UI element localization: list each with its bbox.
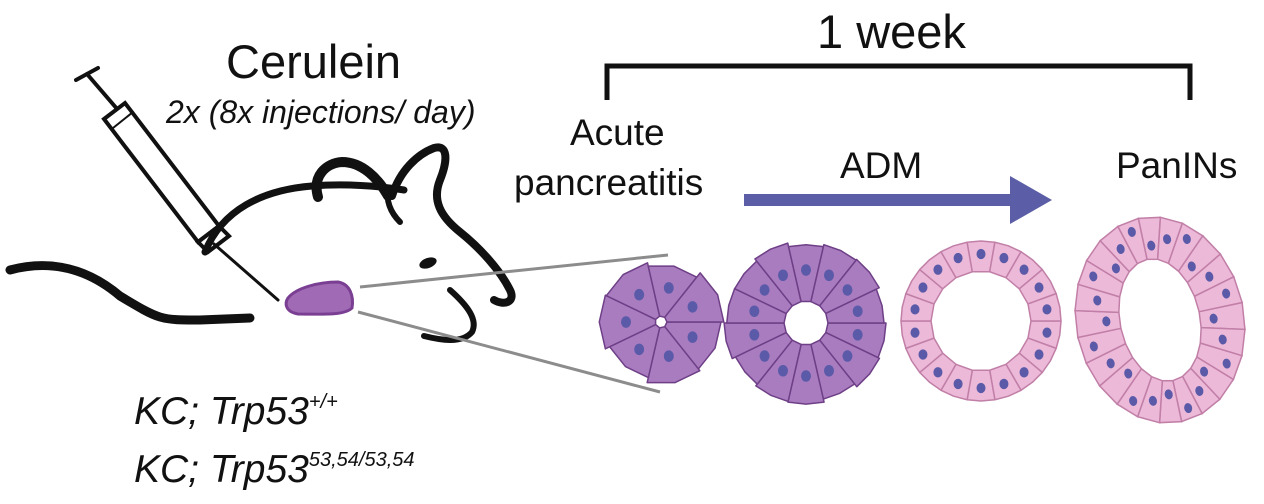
acinar-ring-nucleus: [823, 269, 834, 281]
duct-nucleus: [910, 327, 920, 338]
duct-nucleus: [1042, 327, 1052, 338]
acinus-nucleus: [687, 301, 698, 313]
timeline-bracket: [604, 63, 1193, 100]
acinar-ring-nucleus: [842, 284, 853, 296]
duct-nucleus: [910, 304, 920, 315]
acinar-ring-nucleus: [778, 365, 789, 377]
panin-nucleus: [1089, 341, 1098, 352]
panin-nucleus: [1116, 244, 1125, 254]
duct-ring: [900, 240, 1062, 402]
panin-nucleus: [1163, 234, 1172, 245]
acinus-nucleus: [663, 282, 674, 294]
panin-nucleus: [1222, 288, 1231, 299]
duct-nucleus: [918, 282, 928, 293]
genotype-2-allele: 53,54/53,54: [308, 449, 415, 471]
stage-start-line1: Acute: [570, 112, 665, 153]
genotype-1-base: KC; Trp53: [134, 390, 309, 433]
acinus-cluster: [598, 262, 725, 384]
duct-nucleus: [1034, 349, 1044, 360]
acinar-ring-nucleus: [842, 350, 853, 362]
duct-nucleus: [953, 252, 963, 264]
stage-transition: ADM: [840, 145, 923, 186]
panin-lesion: [1074, 216, 1246, 424]
genotype-1-allele: +/+: [308, 391, 338, 413]
panin-nucleus: [1129, 396, 1138, 406]
acinus-nucleus: [687, 331, 698, 343]
duct-nucleus: [976, 248, 986, 260]
duct-nucleus: [1034, 282, 1044, 293]
duct-nucleus: [933, 264, 943, 275]
duct-nucleus: [1042, 304, 1052, 315]
panin-nucleus: [1209, 313, 1218, 324]
duct-nucleus: [999, 378, 1009, 390]
panin-nucleus: [1111, 263, 1120, 274]
panin-nucleus: [1106, 358, 1115, 369]
acinar-ring-cell: [723, 322, 787, 360]
acinar-ring-nucleus: [759, 350, 770, 362]
acinar-ring-nucleus: [852, 305, 863, 317]
panin-nucleus: [1102, 316, 1111, 327]
acinar-ring-nucleus: [778, 269, 789, 281]
acinar-ring-nucleus: [852, 329, 863, 341]
duct-nucleus: [999, 252, 1009, 264]
panin-nucleus: [1222, 358, 1231, 369]
genotype-2-base: KC; Trp53: [134, 448, 309, 491]
duct-nucleus: [953, 378, 963, 390]
acinus-cell: [605, 262, 661, 321]
panin-nucleus: [1093, 295, 1102, 306]
progression-arrow: [744, 176, 1052, 224]
acinus-nucleus: [663, 350, 674, 362]
panin-nucleus: [1124, 368, 1133, 379]
acinar-ring-cell: [726, 287, 787, 324]
acinar-ring-nucleus: [749, 305, 760, 317]
treatment-title: Cerulein: [226, 35, 402, 88]
duct-nucleus: [976, 382, 986, 394]
acinar-ring-cell: [825, 288, 885, 324]
acinar-ring-nucleus: [823, 365, 834, 377]
panin-nucleus: [1164, 389, 1173, 400]
duct-nucleus: [1019, 264, 1029, 275]
acinus-nucleus: [621, 316, 631, 328]
acinar-ring-nucleus: [801, 370, 811, 382]
zoom-lines: [357, 253, 669, 394]
panin-nucleus: [1147, 240, 1156, 251]
acinar-ring-nucleus: [801, 264, 811, 276]
acinus-nucleus: [634, 288, 645, 301]
acinar-ring: [723, 242, 887, 405]
panin-nucleus: [1089, 271, 1098, 282]
panin-nucleus: [1218, 334, 1227, 345]
pancreas-icon: [284, 280, 354, 316]
mouse-eye: [419, 257, 437, 269]
stage-start-line2: pancreatitis: [514, 162, 704, 203]
panin-cell: [1193, 275, 1244, 313]
timeline-duration: 1 week: [817, 5, 966, 58]
genotype-1: KC; Trp53+/+: [134, 392, 338, 431]
panin-nucleus: [1187, 261, 1196, 272]
treatment-dosing: 2x (8x injections/ day): [166, 94, 476, 130]
panin-nucleus: [1195, 386, 1204, 396]
genotype-2: KC; Trp5353,54/53,54: [134, 450, 415, 489]
panin-nucleus: [1184, 403, 1193, 414]
panin-nucleus: [1148, 395, 1157, 406]
duct-nucleus: [933, 367, 943, 378]
panin-nucleus: [1205, 271, 1214, 282]
acinar-ring-cell: [754, 242, 802, 307]
acinar-ring-nucleus: [759, 284, 770, 296]
stage-end: PanINs: [1116, 145, 1238, 186]
mouse-icon: [5, 143, 516, 343]
panin-nucleus: [1200, 366, 1209, 377]
panin-nucleus: [1127, 226, 1136, 237]
acinus-nucleus: [634, 343, 645, 356]
acinar-ring-nucleus: [749, 329, 760, 341]
duct-nucleus: [918, 349, 928, 360]
panin-nucleus: [1182, 234, 1191, 244]
acinus-cell: [663, 272, 725, 323]
duct-nucleus: [1019, 367, 1029, 378]
